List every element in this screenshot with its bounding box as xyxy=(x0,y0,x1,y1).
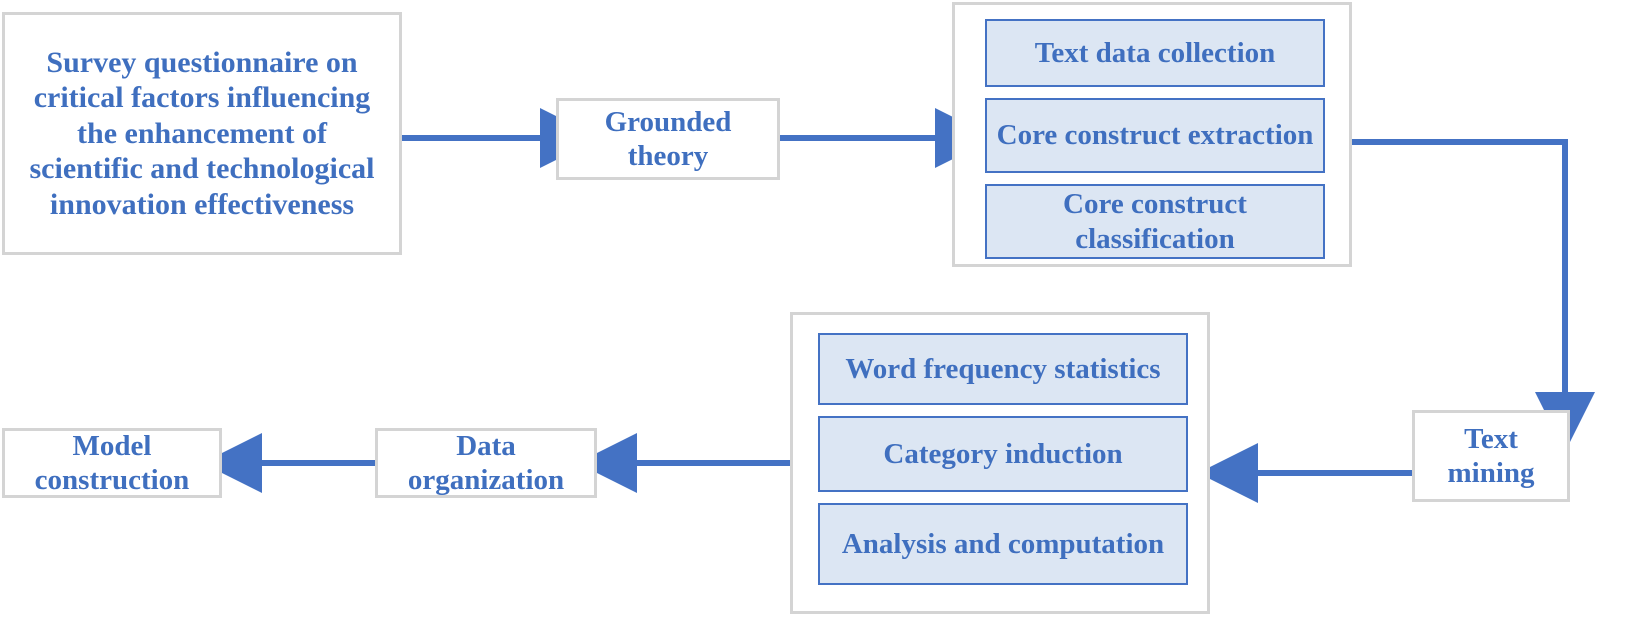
step-core-construct-extraction[interactable]: Core construct extraction xyxy=(985,98,1325,173)
node-model-construction-label: Model construction xyxy=(34,429,190,496)
step-text-data-collection-label: Text data collection xyxy=(1034,36,1276,69)
step-analysis-and-computation[interactable]: Analysis and computation xyxy=(818,503,1188,585)
group-grounded-theory-steps: Text data collection Core construct extr… xyxy=(952,2,1352,267)
step-analysis-and-computation-label: Analysis and computation xyxy=(841,527,1165,560)
node-model-construction[interactable]: Model construction xyxy=(2,428,222,498)
group-text-mining-steps: Word frequency statistics Category induc… xyxy=(790,312,1210,614)
node-text-mining[interactable]: Text mining xyxy=(1412,410,1570,502)
step-text-data-collection[interactable]: Text data collection xyxy=(985,19,1325,87)
node-survey-questionnaire[interactable]: Survey questionnaire on critical factors… xyxy=(2,12,402,255)
node-survey-questionnaire-label: Survey questionnaire on critical factors… xyxy=(29,46,375,221)
node-grounded-theory[interactable]: Grounded theory xyxy=(556,98,780,180)
step-word-frequency-statistics[interactable]: Word frequency statistics xyxy=(818,333,1188,405)
step-core-construct-extraction-label: Core construct extraction xyxy=(996,119,1314,152)
step-core-construct-classification[interactable]: Core construct classification xyxy=(985,184,1325,259)
step-category-induction-label: Category induction xyxy=(883,437,1123,470)
node-data-organization-label: Data organization xyxy=(407,429,565,496)
step-core-construct-classification-label: Core construct classification xyxy=(1063,188,1247,255)
node-data-organization[interactable]: Data organization xyxy=(375,428,597,498)
node-text-mining-label: Text mining xyxy=(1447,422,1535,489)
step-category-induction[interactable]: Category induction xyxy=(818,416,1188,492)
node-grounded-theory-label: Grounded theory xyxy=(604,105,732,172)
arrow-steps-to-text-mining xyxy=(1352,139,1595,452)
step-word-frequency-statistics-label: Word frequency statistics xyxy=(845,352,1161,385)
